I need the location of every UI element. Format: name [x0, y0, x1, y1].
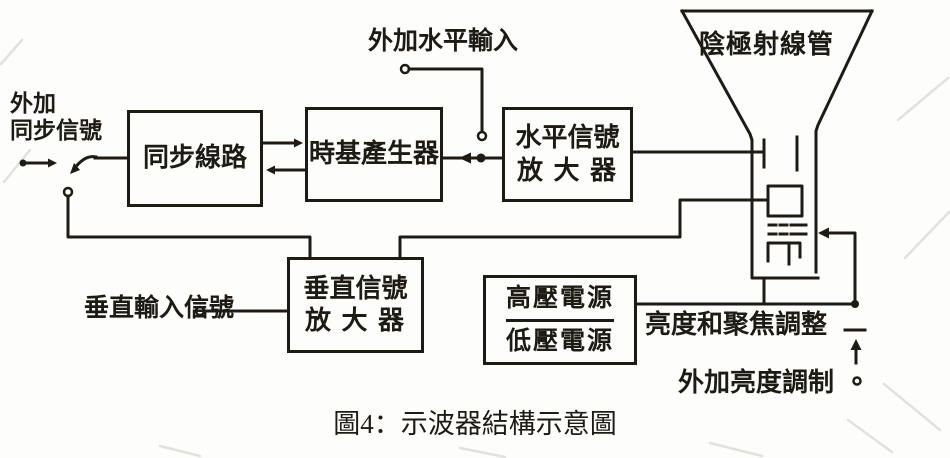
crt-funnel-outline [679, 8, 874, 280]
block-timebase-generator: 時基產生器 [305, 107, 443, 202]
ext-sync-terminal [19, 158, 57, 168]
crt-cathode-electrode [762, 241, 802, 306]
label-ext-sync-line2: 同步信號 [10, 118, 102, 143]
vert-input-terminal [194, 305, 289, 317]
figure-caption: 圖4：示波器結構示意圖 [333, 409, 617, 439]
horiz-switch-contact [476, 130, 488, 142]
crt-grid-electrodes [767, 223, 808, 236]
block-power-supplies: 高壓電源 低壓電源 [483, 275, 637, 365]
ext-brightness-mod-terminal [843, 328, 867, 386]
wire-internal-sync-from-vert-amp [66, 194, 312, 259]
label-ext-sync-signal: 外加 同步信號 [10, 90, 102, 144]
wire-sync-to-timebase [261, 138, 307, 175]
block-hv-supply-label: 高壓電源 [505, 284, 614, 312]
block-vertical-amplifier: 垂直信號 放 大 器 [287, 257, 424, 353]
wire-power-to-crt [635, 227, 859, 308]
block-horiz-amp-line1: 水平信號 [515, 123, 620, 152]
block-lv-supply: 低壓電源 [505, 318, 614, 363]
label-ext-horiz-input: 外加水平輸入 [368, 28, 519, 55]
block-sync-circuit: 同步線路 [127, 110, 263, 207]
block-lv-supply-label: 低壓電源 [505, 328, 614, 356]
wire-horiz-amp-to-crt [631, 138, 766, 169]
label-ext-sync-line1: 外加 [10, 91, 56, 116]
ext-horiz-input-terminal [399, 63, 488, 142]
sync-selector-switch [62, 155, 129, 198]
block-horiz-amp-line2: 放 大 器 [516, 155, 618, 185]
block-vert-amp-line1: 垂直信號 [303, 273, 408, 303]
block-horizontal-amplifier: 水平信號 放 大 器 [502, 107, 633, 202]
wire-vert-amp-to-crt [398, 184, 804, 259]
label-crt: 陰極射線管 [699, 30, 835, 59]
crt-electrode-box [766, 184, 804, 218]
label-brightness-focus-adjust: 亮度和聚焦調整 [645, 310, 828, 339]
block-timebase-label: 時基產生器 [308, 139, 439, 169]
block-vert-amp-line2: 放 大 器 [304, 306, 406, 335]
block-sync-circuit-label: 同步線路 [142, 143, 247, 173]
label-vert-input-signal: 垂直輸入信號 [84, 295, 235, 322]
block-hv-supply: 高壓電源 [506, 278, 614, 319]
wire-timebase-to-horiz-amp [441, 152, 504, 164]
label-ext-brightness-mod: 外加亮度調制 [678, 368, 835, 397]
scan-artifacts [0, 38, 950, 458]
